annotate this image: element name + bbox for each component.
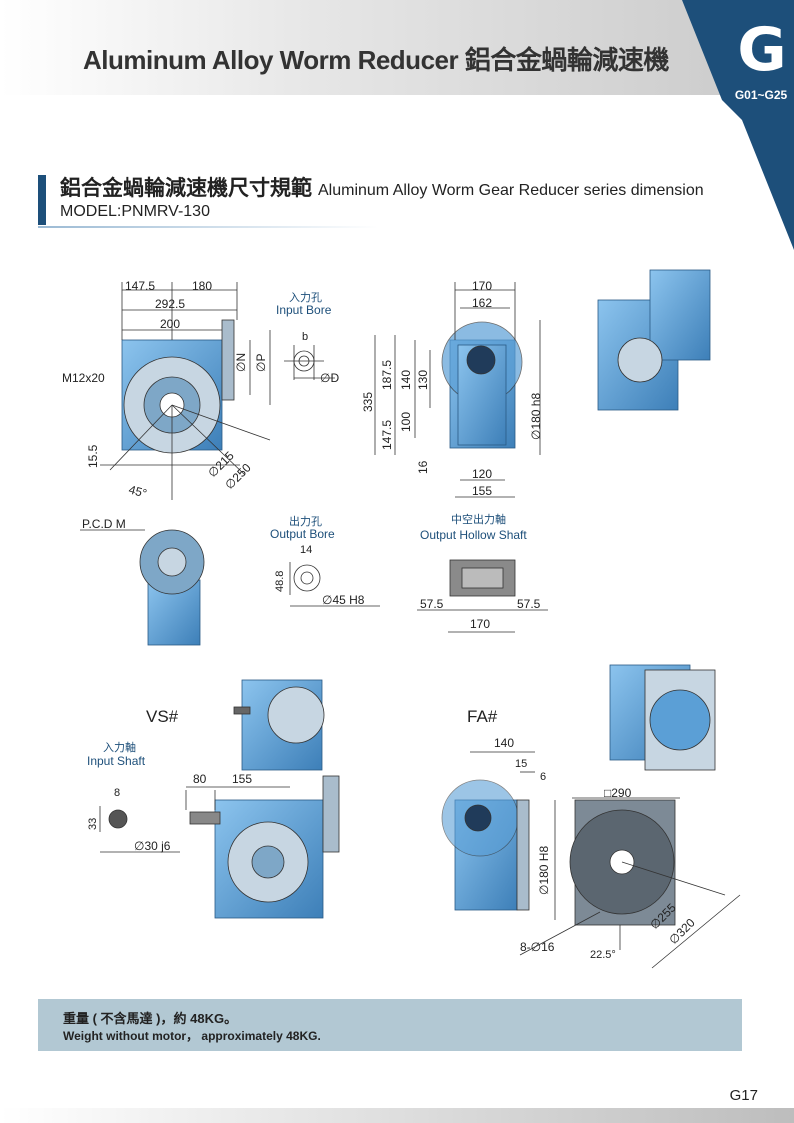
weight-note-zh: 重量 ( 不含馬達 )，約 48KG。 bbox=[63, 1011, 238, 1026]
header-bar bbox=[0, 0, 794, 95]
dim-phi-30-j6: ∅30 j6 bbox=[134, 839, 171, 853]
vs-label: VS# bbox=[146, 707, 179, 726]
chapter-range: G01~G25 bbox=[734, 88, 788, 102]
dim-140: 140 bbox=[399, 370, 413, 390]
dim-155b: 155 bbox=[232, 772, 252, 786]
dim-80: 80 bbox=[193, 772, 207, 786]
dim-162: 162 bbox=[472, 296, 492, 310]
page-number: G17 bbox=[729, 1087, 758, 1104]
dim-phi-n: ∅N bbox=[234, 353, 248, 372]
input-bore-en: Input Bore bbox=[276, 303, 332, 317]
dim-292-5: 292.5 bbox=[155, 297, 185, 311]
input-bore-zh: 入力孔 bbox=[289, 291, 322, 304]
dim-120: 120 bbox=[472, 467, 492, 481]
dim-8: 8 bbox=[114, 787, 120, 799]
dim-holes: 8-∅16 bbox=[520, 940, 555, 954]
dim-335: 335 bbox=[361, 392, 375, 412]
dim-187-5: 187.5 bbox=[380, 360, 394, 390]
dimension-drawing: 147.5 180 292.5 200 M12x20 入力孔 Input Bor… bbox=[62, 269, 741, 969]
dim-100: 100 bbox=[399, 412, 413, 432]
weight-note-en: Weight without motor， approximately 48KG… bbox=[63, 1029, 321, 1043]
dim-155: 155 bbox=[472, 484, 492, 498]
hollow-shaft-en: Output Hollow Shaft bbox=[420, 528, 527, 542]
dim-33: 33 bbox=[87, 818, 99, 830]
dim-phi-180-H8: ∅180 H8 bbox=[537, 846, 551, 895]
input-shaft-zh: 入力軸 bbox=[103, 740, 136, 754]
dim-phi-d: ∅D bbox=[320, 371, 339, 385]
chapter-tab bbox=[682, 0, 794, 250]
section-title: 鋁合金蝸輪減速機尺寸規範 Aluminum Alloy Worm Gear Red… bbox=[60, 172, 704, 202]
page-title: Aluminum Alloy Worm Reducer 鋁合金蝸輪減速機 bbox=[83, 45, 669, 75]
dim-sq-290: □290 bbox=[604, 786, 632, 800]
footer-bar bbox=[0, 1108, 794, 1123]
chapter-letter: G bbox=[737, 15, 787, 85]
dim-15-5: 15.5 bbox=[86, 444, 100, 468]
fa-label: FA# bbox=[467, 707, 498, 726]
dim-phi-p: ∅P bbox=[254, 354, 268, 372]
weight-note-box bbox=[38, 999, 742, 1051]
dim-170: 170 bbox=[472, 279, 492, 293]
dim-6: 6 bbox=[540, 771, 546, 783]
dim-57-5a: 57.5 bbox=[420, 597, 444, 611]
dim-170b: 170 bbox=[470, 617, 490, 631]
output-bore-zh: 出力孔 bbox=[289, 514, 322, 528]
section-accent bbox=[38, 175, 46, 225]
dim-b: b bbox=[302, 331, 308, 343]
pcd-label: P.C.D M bbox=[82, 517, 126, 531]
section-title-en: Aluminum Alloy Worm Gear Reducer series … bbox=[318, 182, 704, 199]
dim-22-5: 22.5° bbox=[590, 949, 616, 961]
section-title-zh: 鋁合金蝸輪減速機尺寸規範 bbox=[60, 177, 312, 200]
dim-phi-45-h8: ∅45 H8 bbox=[322, 593, 365, 607]
dim-200: 200 bbox=[160, 317, 180, 331]
section-underline bbox=[38, 226, 378, 228]
dim-147-5: 147.5 bbox=[125, 279, 155, 293]
dim-14: 14 bbox=[300, 544, 312, 556]
dim-130: 130 bbox=[416, 370, 430, 390]
hollow-shaft-zh: 中空出力軸 bbox=[451, 512, 506, 526]
dim-147-5b: 147.5 bbox=[380, 420, 394, 450]
dim-57-5b: 57.5 bbox=[517, 597, 541, 611]
dim-48-8: 48.8 bbox=[274, 571, 286, 592]
dim-140b: 140 bbox=[494, 736, 514, 750]
dim-45deg: 45° bbox=[127, 482, 148, 500]
output-bore-en: Output Bore bbox=[270, 527, 335, 541]
dim-180: 180 bbox=[192, 279, 212, 293]
input-shaft-en: Input Shaft bbox=[87, 754, 146, 768]
m12-label: M12x20 bbox=[62, 371, 105, 385]
model-name: MODEL:PNMRV-130 bbox=[60, 203, 210, 220]
dim-16: 16 bbox=[416, 460, 430, 474]
dim-phi-180-h8: ∅180 h8 bbox=[529, 393, 543, 440]
dim-15: 15 bbox=[515, 758, 527, 770]
